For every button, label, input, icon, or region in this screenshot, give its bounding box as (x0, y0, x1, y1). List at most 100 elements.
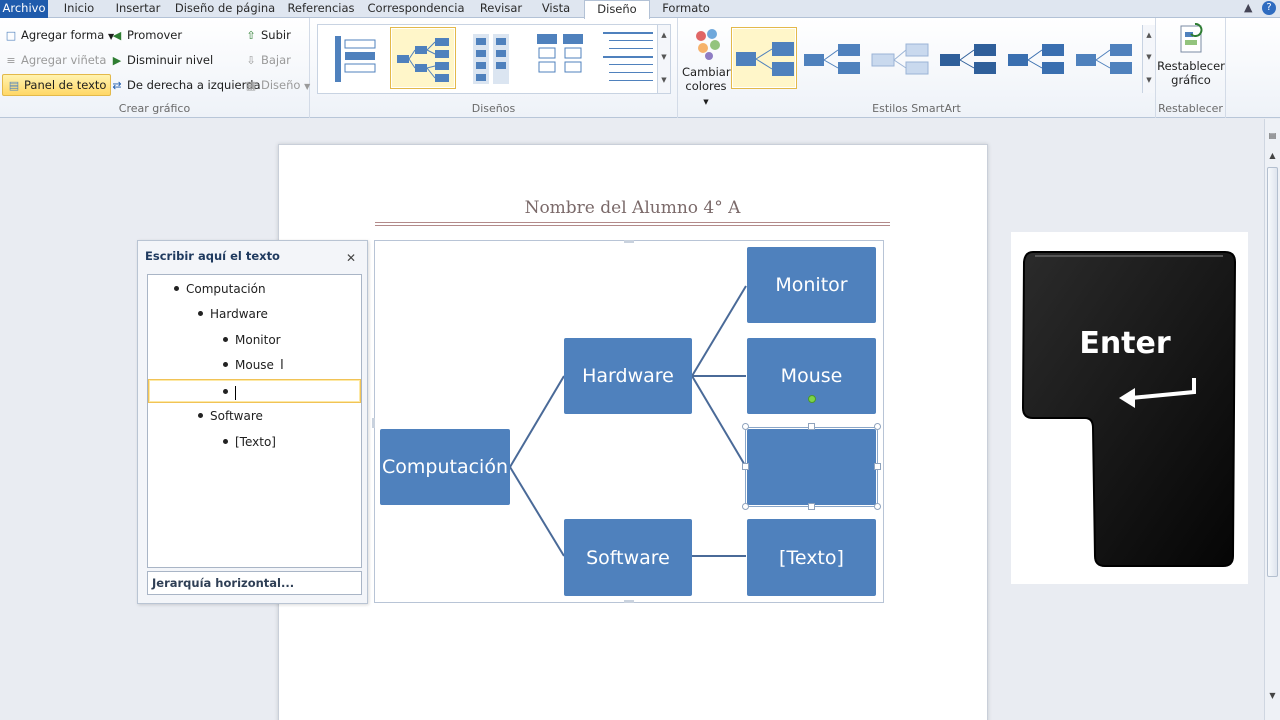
swap-icon: ⇄ (112, 79, 122, 92)
tab-referencias[interactable]: Referencias (287, 1, 355, 15)
group-crear-grafico: □Agregar forma ▼ ≡Agregar viñeta ▤Panel … (0, 18, 310, 118)
layout-gallery-scroll[interactable]: ▲▼▼ (657, 25, 670, 93)
resize-handle-nw[interactable] (742, 423, 749, 430)
resize-handle-e[interactable] (874, 463, 881, 470)
bajar-button[interactable]: ⇩Bajar (244, 49, 291, 71)
cambiar-colores-button[interactable]: Cambiar colores ▼ (682, 24, 731, 106)
resize-handle-se[interactable] (874, 503, 881, 510)
layout-thumb-5 (603, 32, 653, 81)
tab-diseno-pagina[interactable]: Diseño de página (174, 1, 276, 15)
ribbon-tabs: Archivo Inicio Insertar Diseño de página… (0, 0, 1280, 19)
scroll-up-icon[interactable]: ▲ (1269, 151, 1276, 160)
smartart-text-pane: Escribir aquí el texto ✕ Computación Har… (137, 240, 368, 604)
group-label-crear-grafico: Crear gráfico (118, 102, 191, 115)
group-disenos: ▲▼▼ Diseños (310, 18, 678, 118)
resize-handle-sw[interactable] (742, 503, 749, 510)
scroll-thumb[interactable] (1267, 167, 1278, 577)
arrow-up-icon: ⇧ (246, 29, 256, 42)
help-icon[interactable]: ? (1262, 1, 1276, 15)
node-monitor[interactable]: Monitor (747, 247, 876, 323)
bullet-icon (198, 311, 203, 316)
layout-option-4[interactable] (526, 27, 592, 89)
text-pane-layout-name[interactable]: Jerarquía horizontal... (147, 571, 362, 595)
layout-thumb-4 (537, 34, 583, 73)
layout-gallery: ▲▼▼ (317, 24, 671, 94)
layout-option-3[interactable] (458, 27, 524, 89)
list-item[interactable]: Hardware (148, 302, 361, 326)
layout-icon: ▦ (245, 79, 257, 92)
page-header-text[interactable]: Nombre del Alumno 4° A (524, 198, 741, 218)
node-computacion[interactable]: Computación (380, 429, 510, 505)
subir-button[interactable]: ⇧Subir (244, 24, 290, 46)
style-thumb-6 (1076, 44, 1132, 74)
arrow-down-icon: ⇩ (246, 54, 256, 67)
disminuir-nivel-button[interactable]: ▶Disminuir nivel (110, 49, 213, 71)
agregar-forma-button[interactable]: □Agregar forma ▼ (4, 24, 114, 46)
resize-handle-ne[interactable] (874, 423, 881, 430)
rotation-handle[interactable] (808, 395, 816, 403)
tab-vista[interactable]: Vista (541, 1, 571, 15)
layout-option-5[interactable] (594, 27, 660, 89)
list-item[interactable]: [Texto] (148, 430, 361, 454)
resize-handle-w[interactable] (742, 463, 749, 470)
group-label-estilos: Estilos SmartArt (872, 102, 961, 115)
style-option-3[interactable] (867, 27, 933, 89)
agregar-vineta-button[interactable]: ≡Agregar viñeta (4, 49, 106, 71)
node-software[interactable]: Software (564, 519, 692, 596)
tab-insertar[interactable]: Insertar (115, 1, 161, 15)
style-option-5[interactable] (1003, 27, 1069, 89)
arrow-right-icon: ▶ (112, 54, 122, 67)
panel-texto-button[interactable]: ▤Panel de texto (2, 74, 112, 96)
layout-option-1[interactable] (322, 27, 388, 89)
ruler-toggle-icon[interactable]: ▤ (1268, 131, 1277, 140)
node-texto[interactable]: [Texto] (747, 519, 876, 596)
resize-handle-s[interactable] (808, 503, 815, 510)
style-gallery: ▲▼▼ (730, 24, 1155, 94)
resize-handle-n[interactable] (808, 423, 815, 430)
tab-archivo[interactable]: Archivo (0, 0, 48, 18)
enter-key-image: Enter (1011, 232, 1248, 584)
tab-revisar[interactable]: Revisar (479, 1, 523, 15)
list-item-active[interactable] (148, 379, 361, 403)
layout-option-2[interactable] (390, 27, 456, 89)
diseno-dropdown[interactable]: ▦Diseño ▼ (244, 74, 310, 96)
tab-correspondencia[interactable]: Correspondencia (367, 1, 465, 15)
tab-formato[interactable]: Formato (662, 1, 710, 15)
style-thumb-1 (736, 42, 794, 76)
group-label-disenos: Diseños (471, 102, 516, 115)
bullet-icon (198, 413, 203, 418)
header-rule (375, 222, 890, 226)
vertical-scrollbar[interactable]: ▤ ▲ ▼ (1264, 119, 1280, 720)
derecha-izquierda-button[interactable]: ⇄De derecha a izquierda (110, 74, 260, 96)
style-option-6[interactable] (1071, 27, 1137, 89)
node-empty-selected[interactable] (745, 427, 878, 507)
close-icon[interactable]: ✕ (346, 251, 357, 265)
restablecer-grafico-button[interactable]: Restablecer gráfico (1156, 22, 1226, 87)
style-option-2[interactable] (799, 27, 865, 89)
style-thumb-5 (1008, 44, 1064, 74)
promover-button[interactable]: ◀Promover (110, 24, 182, 46)
text-cursor-icon: I (279, 358, 284, 373)
bullet-icon (223, 362, 228, 367)
style-gallery-scroll[interactable]: ▲▼▼ (1142, 25, 1155, 93)
style-option-4[interactable] (935, 27, 1001, 89)
list-item[interactable]: Monitor (148, 328, 361, 352)
reset-graphic-icon (1180, 23, 1203, 53)
list-item[interactable]: Computación (148, 277, 361, 301)
layout-thumb-1 (335, 36, 376, 82)
layout-thumb-3 (473, 34, 509, 84)
style-thumb-4 (940, 44, 996, 74)
tab-inicio[interactable]: Inicio (63, 1, 95, 15)
ribbon: □Agregar forma ▼ ≡Agregar viñeta ▤Panel … (0, 18, 1280, 118)
scroll-down-icon[interactable]: ▼ (1269, 691, 1276, 700)
text-pane-icon: ▤ (8, 79, 20, 92)
node-hardware[interactable]: Hardware (564, 338, 692, 414)
tab-diseno[interactable]: Diseño (584, 0, 650, 19)
list-item[interactable]: Software (148, 404, 361, 428)
minimize-ribbon-icon[interactable]: ▲ (1244, 1, 1253, 14)
style-option-1[interactable] (731, 27, 797, 89)
bullet-icon: ≡ (6, 54, 16, 67)
